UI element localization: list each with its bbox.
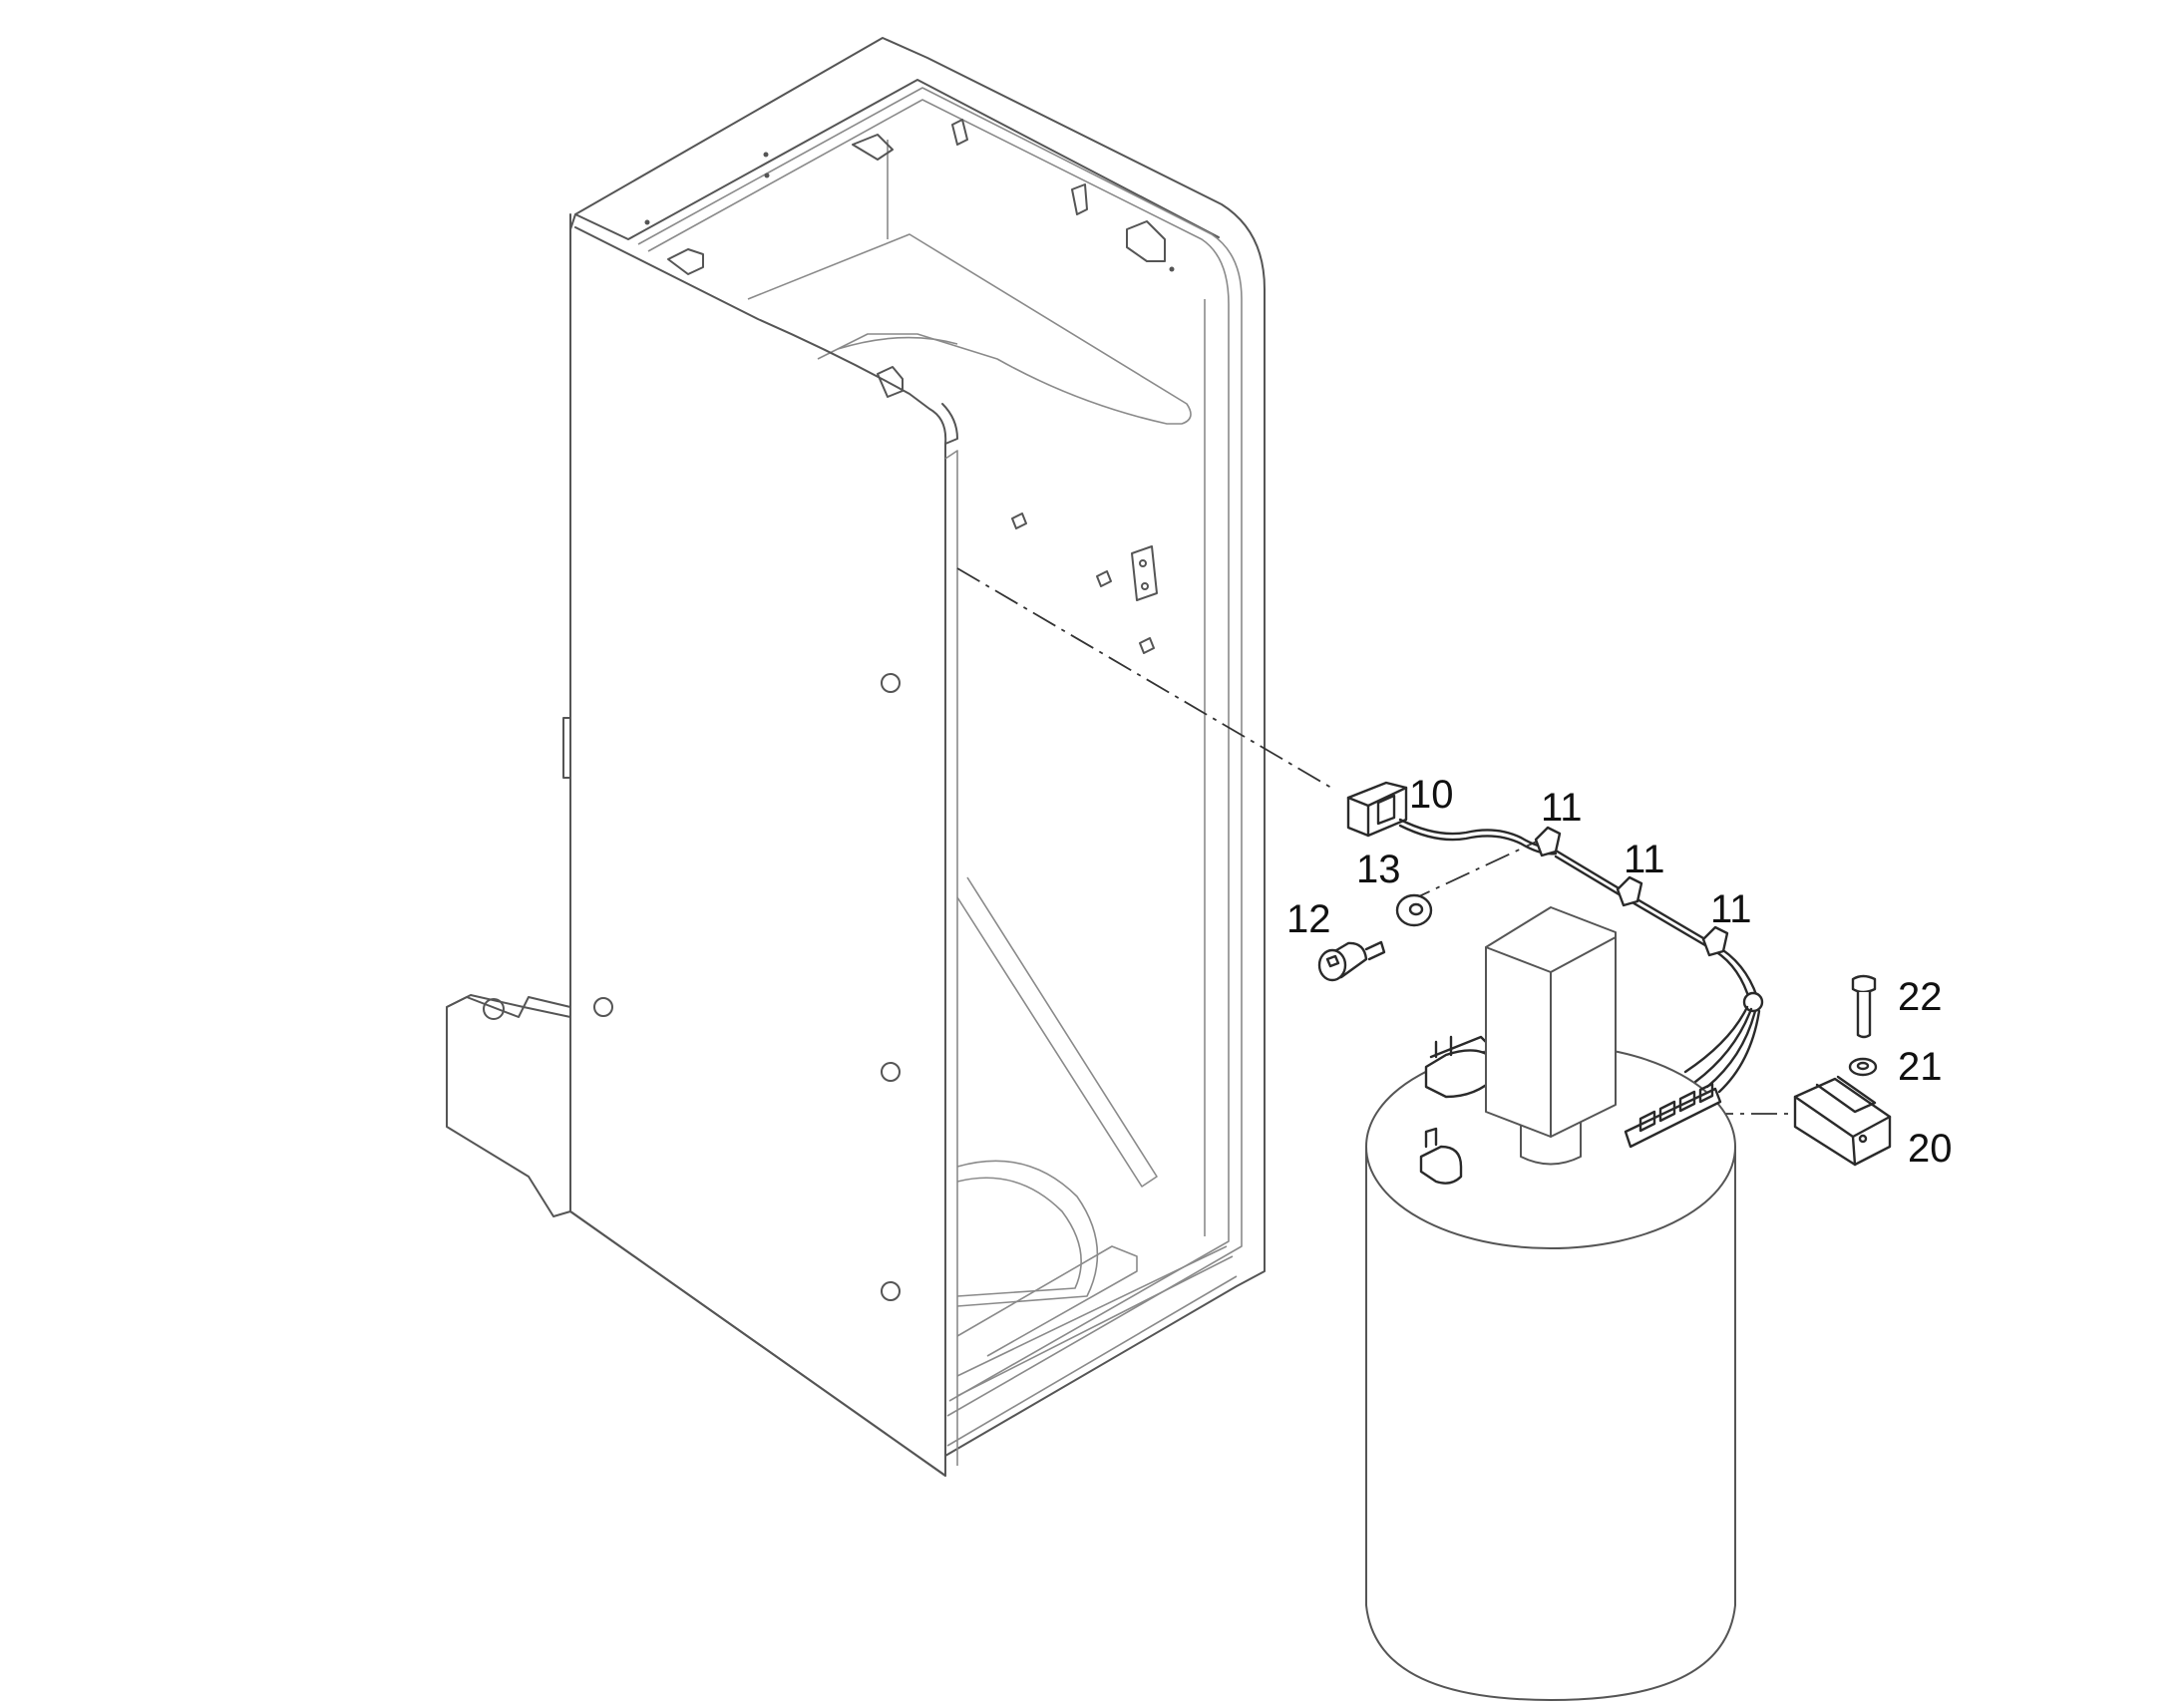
part-20-clamp: [1793, 1075, 1892, 1167]
callout-21: 21: [1898, 1045, 1943, 1089]
part-12-screw: [1317, 940, 1386, 982]
harness-clip-3: [1701, 925, 1729, 957]
cabinet-housing: [446, 37, 1266, 1477]
part-10-connector: [1346, 781, 1408, 838]
callout-12: 12: [1286, 897, 1331, 941]
callout-13: 13: [1356, 848, 1401, 891]
part-22-bolt: [1851, 974, 1877, 1039]
harness-clip-2: [1616, 875, 1643, 907]
callout-22: 22: [1898, 975, 1943, 1019]
harness-clip-1: [1534, 826, 1562, 857]
motor-box: [1485, 906, 1617, 1166]
callout-11-c: 11: [1710, 887, 1752, 931]
callout-10: 10: [1409, 773, 1454, 817]
callout-11-b: 11: [1624, 838, 1665, 881]
callout-11-a: 11: [1541, 786, 1583, 830]
part-13-washer: [1395, 893, 1433, 927]
terminal-block: [1624, 1082, 1722, 1149]
assembly-leader-lines: [956, 567, 1795, 1115]
callout-20: 20: [1908, 1127, 1953, 1171]
part-21-washer: [1848, 1057, 1878, 1077]
callout-labels: 10 11 11 11 12 13 20 21 22: [1286, 773, 1953, 1171]
part-11-wiring-harness: [1398, 818, 1764, 1094]
